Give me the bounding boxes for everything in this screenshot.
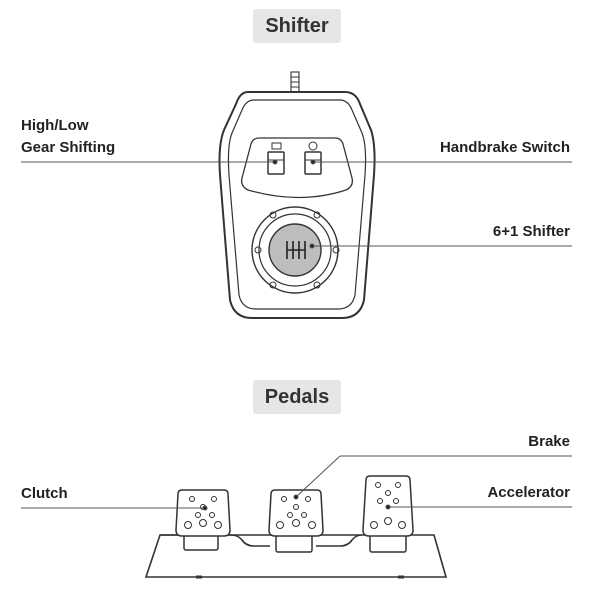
handbrake-switch-label: Handbrake Switch: [439, 139, 570, 156]
shifter-inner-body: [227, 99, 367, 310]
shifter-cable: [290, 71, 300, 93]
shifter-leader-lines: [21, 159, 572, 249]
accelerator-pedal: [362, 475, 414, 553]
shifter-outer-body: [218, 91, 376, 319]
high-low-label-line1: High/Low: [21, 117, 89, 134]
brake-pedal: [268, 489, 324, 553]
pedals-section-title: Pedals: [253, 380, 341, 414]
high-low-label-line2: Gear Shifting: [21, 139, 116, 156]
brake-label: Brake: [528, 433, 570, 450]
pedal-leader-lines: [21, 455, 572, 511]
high-low-switch: [267, 142, 285, 175]
pedal-base: [144, 534, 448, 579]
shifter-section-title: Shifter: [253, 9, 341, 43]
shifter-dial: [251, 206, 340, 294]
handbrake-switch: [304, 141, 322, 175]
accelerator-label: Accelerator: [487, 484, 570, 501]
switch-panel: [240, 137, 354, 199]
shifter-unit: [218, 71, 376, 319]
clutch-label: Clutch: [21, 485, 68, 502]
clutch-pedal: [175, 489, 231, 551]
shifter-6-1-label: 6+1 Shifter: [492, 223, 570, 240]
